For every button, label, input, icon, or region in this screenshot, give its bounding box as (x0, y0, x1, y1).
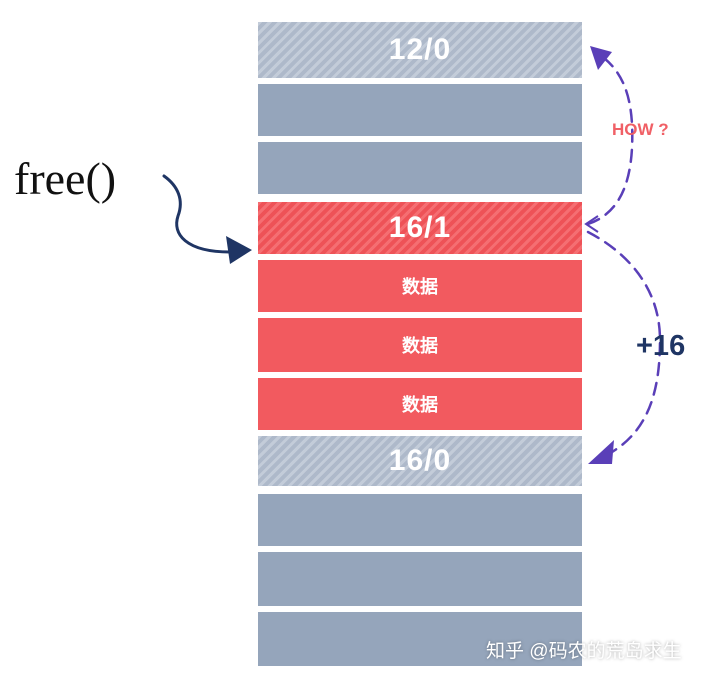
free-block-body-4 (258, 552, 582, 606)
allocated-block-header-16-1: 16/1 (258, 202, 582, 254)
data-block-3: 数据 (258, 378, 582, 430)
free-block-body-1 (258, 84, 582, 136)
data-block-1: 数据 (258, 260, 582, 312)
free-block-header-12-0: 12/0 (258, 22, 582, 78)
free-pointer-arrowhead (226, 236, 252, 264)
watermark: 知乎 @码农的荒岛求生 (486, 641, 682, 662)
offset-annotation: +16 (636, 330, 686, 362)
free-pointer-arrow (162, 174, 232, 254)
how-arrowhead-top (590, 46, 612, 70)
how-arrow-tail-notch (584, 215, 599, 233)
plus16-arrowhead-bottom (588, 440, 614, 464)
free-function-label: free() (14, 153, 117, 204)
free-block-header-16-0: 16/0 (258, 436, 582, 486)
free-block-body-2 (258, 142, 582, 194)
how-annotation: HOW ? (612, 120, 669, 139)
free-block-body-5 (258, 612, 582, 666)
data-block-2: 数据 (258, 318, 582, 372)
how-dashed-arrow (586, 56, 634, 226)
free-block-body-3 (258, 494, 582, 546)
plus16-dashed-arrow (586, 230, 662, 454)
